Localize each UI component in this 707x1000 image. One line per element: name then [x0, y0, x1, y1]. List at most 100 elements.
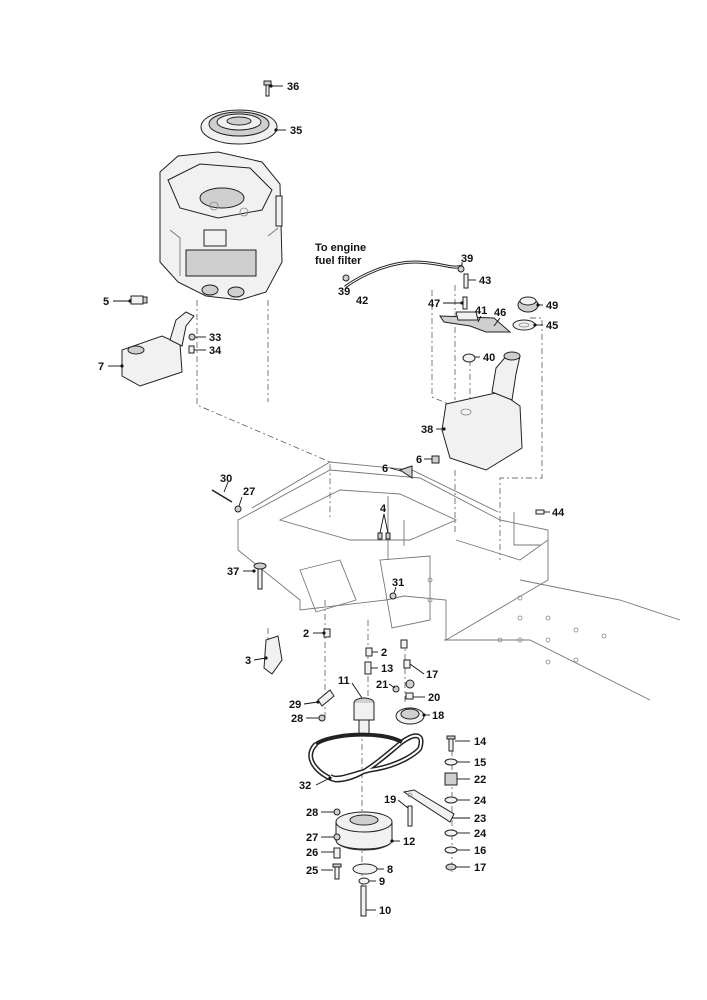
callout-45: 45 — [546, 320, 558, 332]
callout-42: 42 — [356, 295, 368, 307]
spacer-22 — [444, 772, 458, 786]
clip-39-left — [342, 274, 350, 282]
callout-11: 11 — [338, 675, 350, 687]
fastener-34 — [188, 345, 195, 354]
idler-arm-23 — [402, 789, 455, 823]
clutch-12 — [335, 811, 393, 851]
callout-37: 37 — [227, 566, 239, 578]
washer-24-upper — [444, 796, 458, 804]
bushing-13 — [364, 661, 372, 675]
callout-40: 40 — [483, 352, 495, 364]
fitting-43 — [463, 273, 469, 289]
idler-parts-17-21-20 — [392, 659, 415, 700]
bolt-14 — [446, 735, 456, 752]
callout-10: 10 — [379, 905, 391, 917]
callout-6-right: 6 — [416, 454, 422, 466]
bolt-10 — [360, 885, 367, 917]
callout-34: 34 — [209, 345, 222, 357]
callout-12: 12 — [403, 836, 415, 848]
callout-39-upper: 39 — [461, 253, 473, 265]
note-line-1: To engine — [315, 242, 366, 254]
bracket-41-46 — [439, 311, 512, 333]
leader-dots — [120, 84, 540, 843]
nut-27-upper — [234, 505, 242, 513]
bolt-2-right — [400, 639, 408, 649]
bolt-25 — [332, 863, 342, 880]
callout-21: 21 — [376, 679, 388, 691]
bolt-36 — [263, 80, 272, 97]
washer-24-lower — [444, 829, 458, 837]
callout-3: 3 — [245, 655, 251, 667]
callouts: 36 35 39 43 39 42 5 47 41 46 49 45 33 — [98, 81, 565, 917]
callout-39-lower: 39 — [338, 286, 350, 298]
fastener-31 — [389, 592, 397, 600]
hub-11 — [353, 697, 375, 735]
callout-17-upper: 17 — [426, 669, 438, 681]
crank-pulley-35 — [200, 109, 278, 145]
callout-44: 44 — [552, 507, 565, 519]
washer-16 — [444, 846, 458, 854]
note-line-2: fuel filter — [315, 255, 362, 267]
callout-24-lower: 24 — [474, 828, 487, 840]
nut-27-lower — [333, 833, 341, 841]
nut-28-lower — [333, 808, 341, 816]
bracket-29 — [317, 689, 335, 707]
callout-13: 13 — [381, 663, 393, 675]
bolt-2-center — [365, 647, 373, 657]
callout-15: 15 — [474, 757, 486, 769]
callout-28-upper: 28 — [291, 713, 303, 725]
bolt-37 — [253, 562, 267, 590]
fuel-line-42 — [344, 260, 463, 289]
callout-36: 36 — [287, 81, 299, 93]
bolt-19 — [407, 805, 413, 827]
muffler-7 — [121, 311, 195, 387]
callout-23: 23 — [474, 813, 486, 825]
idler-pulley-18 — [395, 707, 425, 725]
callout-30: 30 — [220, 473, 232, 485]
callout-14: 14 — [474, 736, 487, 748]
callout-35: 35 — [290, 125, 302, 137]
callout-18: 18 — [432, 710, 444, 722]
callout-24-upper: 24 — [474, 795, 487, 807]
callout-5: 5 — [103, 296, 109, 308]
screw-44 — [535, 509, 545, 515]
callout-38: 38 — [421, 424, 433, 436]
callout-32: 32 — [299, 780, 311, 792]
drive-belt-32 — [308, 732, 424, 783]
callout-33: 33 — [209, 332, 221, 344]
callout-47: 47 — [428, 298, 440, 310]
clip-6-right — [431, 455, 440, 464]
callout-4: 4 — [380, 503, 387, 515]
callout-2-center: 2 — [381, 647, 387, 659]
screw-47 — [462, 296, 468, 310]
callout-49: 49 — [546, 300, 558, 312]
callout-27-upper: 27 — [243, 486, 255, 498]
callout-9: 9 — [379, 876, 385, 888]
fitting-5 — [130, 295, 148, 305]
callout-46: 46 — [494, 307, 506, 319]
callout-26: 26 — [306, 847, 318, 859]
callout-27-lower: 27 — [306, 832, 318, 844]
washer-8 — [352, 863, 378, 875]
callout-25: 25 — [306, 865, 318, 877]
callout-20: 20 — [428, 692, 440, 704]
callout-43: 43 — [479, 275, 491, 287]
gasket-45 — [512, 319, 536, 331]
callout-29: 29 — [289, 699, 301, 711]
callout-8: 8 — [387, 864, 393, 876]
bracket-3 — [263, 635, 283, 675]
engine — [159, 151, 283, 301]
grommet-40 — [462, 353, 476, 363]
washer-15 — [444, 758, 458, 766]
fuel-cap-49 — [517, 296, 539, 313]
washer-9 — [358, 877, 370, 885]
chassis-frame — [237, 461, 681, 701]
fastener-4 — [377, 532, 391, 540]
callout-16: 16 — [474, 845, 486, 857]
rod-30 — [211, 489, 233, 503]
fastener-33 — [188, 333, 196, 341]
nut-17-lower — [445, 863, 457, 871]
fuel-tank-38 — [441, 351, 523, 471]
callout-17-lower: 17 — [474, 862, 486, 874]
